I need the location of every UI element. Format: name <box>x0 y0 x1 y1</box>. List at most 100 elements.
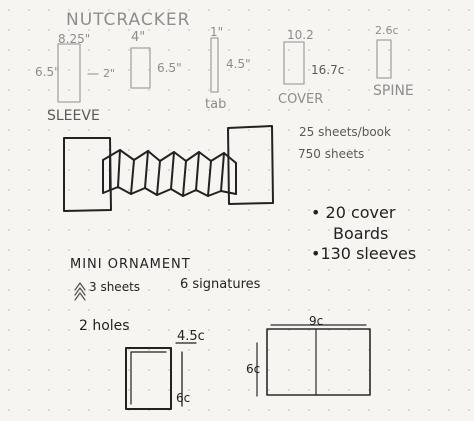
grid-dot <box>468 269 470 271</box>
grid-dot <box>308 409 310 411</box>
grid-dot <box>8 109 10 111</box>
grid-dot <box>48 69 50 71</box>
grid-dot <box>448 329 450 331</box>
grid-dot <box>88 89 90 91</box>
grid-dot <box>48 409 50 411</box>
grid-dot <box>388 269 390 271</box>
grid-dot <box>208 49 210 51</box>
grid-dot <box>348 269 350 271</box>
grid-dot <box>288 129 290 131</box>
grid-dot <box>288 269 290 271</box>
grid-dot <box>448 29 450 31</box>
sleeves-total: •130 sleeves <box>311 244 417 263</box>
grid-dot <box>288 289 290 291</box>
grid-dot <box>368 89 370 91</box>
grid-dot <box>328 309 330 311</box>
grid-dot <box>248 129 250 131</box>
grid-dot <box>28 89 30 91</box>
grid-dot <box>348 89 350 91</box>
grid-dot <box>8 349 10 351</box>
big-piece <box>256 324 371 397</box>
grid-dot <box>188 249 190 251</box>
grid-dot <box>228 409 230 411</box>
grid-dot <box>68 309 70 311</box>
grid-dot <box>8 49 10 51</box>
grid-dot <box>248 209 250 211</box>
grid-dot <box>68 29 70 31</box>
grid-dot <box>48 249 50 251</box>
grid-dot <box>8 389 10 391</box>
grid-dot <box>348 189 350 191</box>
grid-dot <box>408 109 410 111</box>
grid-dot <box>268 309 270 311</box>
top-faint-pieces <box>57 37 392 103</box>
grid-dot <box>8 169 10 171</box>
grid-dot <box>388 329 390 331</box>
title: NUTCRACKER <box>66 10 191 30</box>
grid-dot <box>468 409 470 411</box>
grid-dot <box>28 309 30 311</box>
grid-dot <box>28 29 30 31</box>
tab-small-width: 1" <box>210 25 224 39</box>
grid-dot <box>28 9 30 11</box>
grid-dot <box>448 109 450 111</box>
grid-dot <box>368 109 370 111</box>
grid-dot <box>468 89 470 91</box>
grid-dot <box>348 309 350 311</box>
grid-dot <box>388 349 390 351</box>
grid-dot <box>48 349 50 351</box>
grid-dot <box>188 409 190 411</box>
grid-dot <box>308 149 310 151</box>
grid-dot <box>168 329 170 331</box>
grid-dot <box>368 149 370 151</box>
grid-dot <box>188 49 190 51</box>
grid-dot <box>308 289 310 291</box>
grid-dot <box>48 89 50 91</box>
grid-dot <box>128 49 130 51</box>
grid-dot <box>68 129 70 131</box>
grid-dot <box>128 69 130 71</box>
grid-dot <box>168 369 170 371</box>
grid-dot <box>208 329 210 331</box>
grid-dot <box>228 249 230 251</box>
grid-dot <box>448 149 450 151</box>
grid-dot <box>128 209 130 211</box>
tab-small-height: 4.5" <box>226 57 251 71</box>
grid-dot <box>88 189 90 191</box>
grid-dot <box>328 289 330 291</box>
grid-dot <box>68 349 70 351</box>
grid-dot <box>268 349 270 351</box>
grid-dot <box>348 409 350 411</box>
grid-dot <box>248 189 250 191</box>
grid-dot <box>448 69 450 71</box>
grid-dot <box>348 369 350 371</box>
grid-dot <box>48 49 50 51</box>
grid-dot <box>8 189 10 191</box>
grid-dot <box>128 129 130 131</box>
grid-dot <box>388 189 390 191</box>
grid-dot <box>308 49 310 51</box>
grid-dot <box>208 9 210 11</box>
grid-dot <box>388 9 390 11</box>
tab-piece <box>130 47 151 89</box>
grid-dot <box>88 329 90 331</box>
grid-dot <box>448 369 450 371</box>
grid-dot <box>148 9 150 11</box>
grid-dot <box>8 9 10 11</box>
grid-dot <box>248 49 250 51</box>
grid-dot <box>208 389 210 391</box>
grid-dot <box>8 129 10 131</box>
grid-dot <box>268 149 270 151</box>
grid-dot <box>208 409 210 411</box>
grid-dot <box>68 109 70 111</box>
grid-dot <box>188 309 190 311</box>
grid-dot <box>408 309 410 311</box>
grid-dot <box>268 289 270 291</box>
grid-dot <box>248 329 250 331</box>
grid-dot <box>428 369 430 371</box>
grid-dot <box>368 289 370 291</box>
grid-dot <box>188 29 190 31</box>
grid-dot <box>188 349 190 351</box>
grid-dot <box>108 9 110 11</box>
